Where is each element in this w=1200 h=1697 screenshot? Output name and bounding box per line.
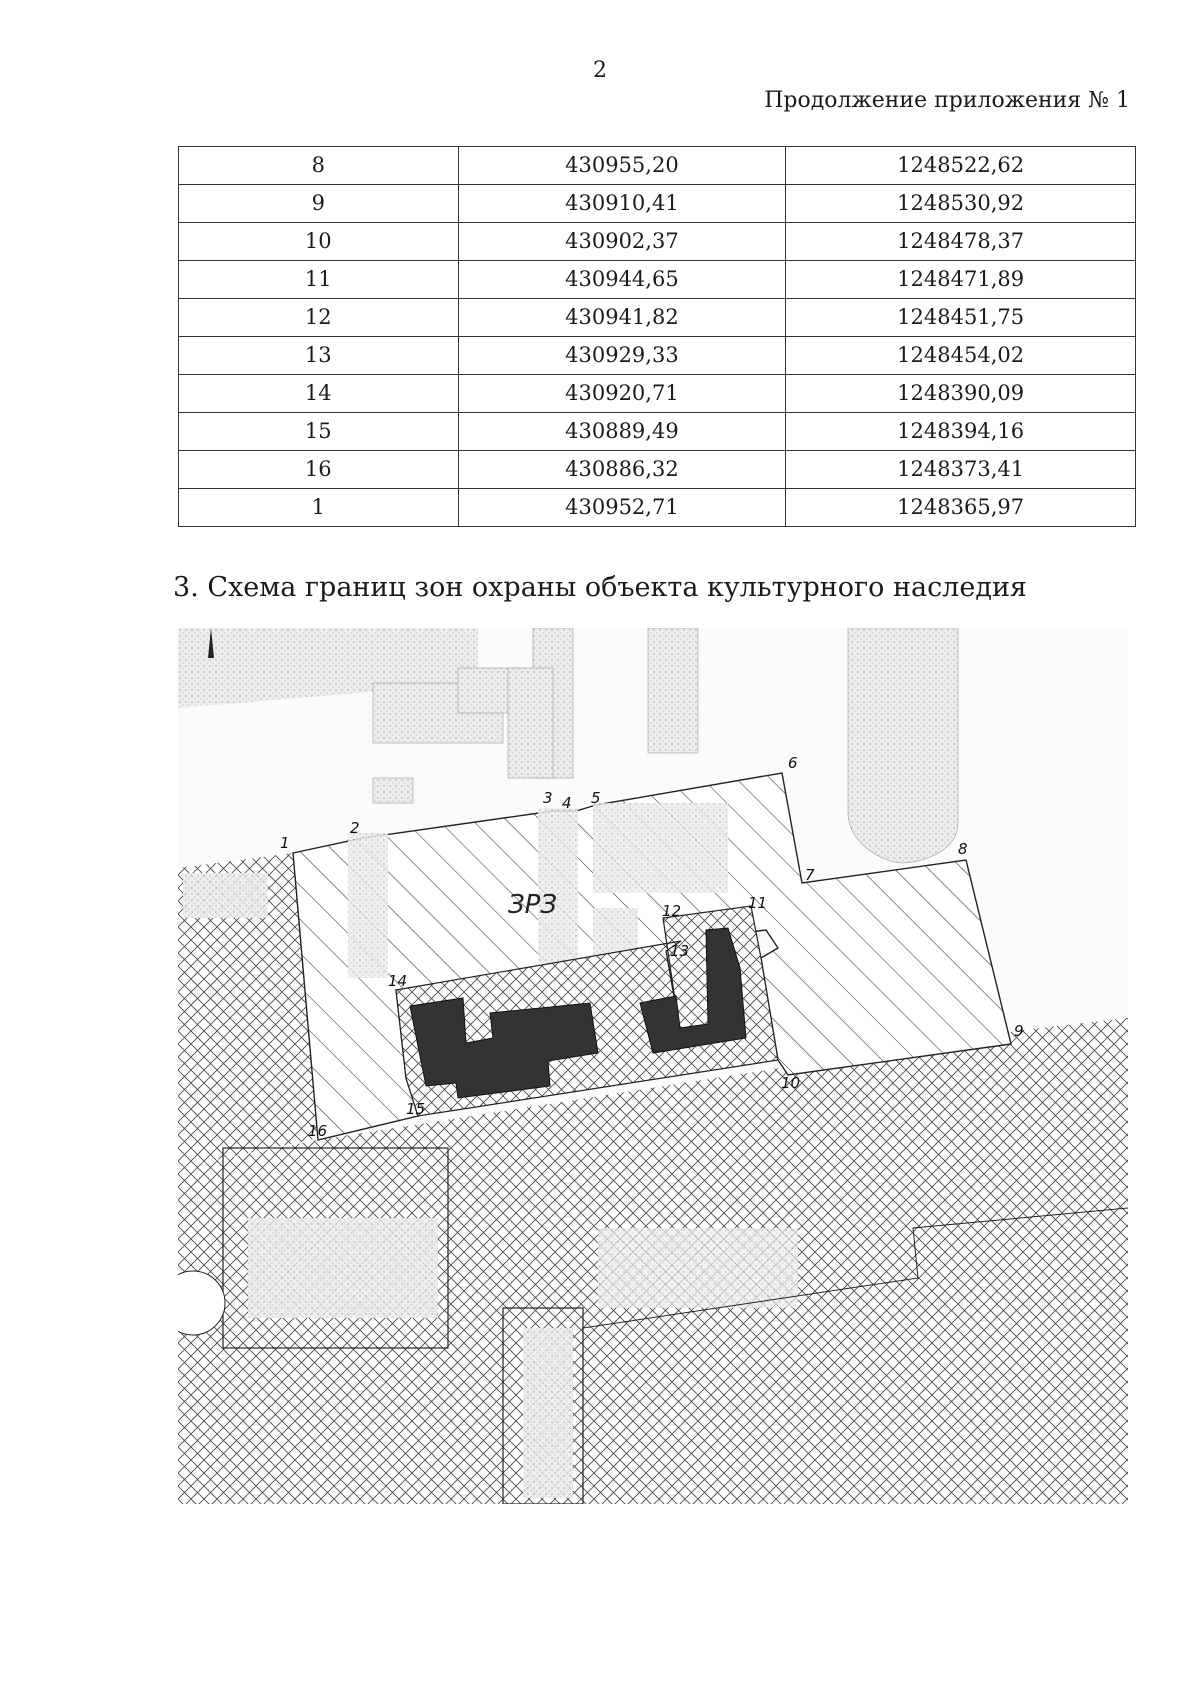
parcel-outline [222,1147,449,1349]
coord-y: 1248373,41 [785,450,1136,489]
page-number: 2 [593,58,607,83]
point-label: 9 [1014,1022,1024,1040]
coord-x: 430886,32 [457,450,787,489]
point-label: 12 [662,902,681,920]
table-row: 9 430910,41 1248530,92 [178,184,1136,223]
building-outline [598,1228,798,1308]
point-number: 9 [178,184,459,223]
north-arrow-icon [208,628,214,658]
point-label: 7 [805,866,815,884]
round-structure [178,1270,226,1336]
point-label: 15 [406,1100,425,1118]
coord-x: 430889,49 [457,412,787,451]
coord-x: 430944,65 [457,260,787,299]
point-number: 16 [178,450,459,489]
building-outline [538,808,578,963]
point-number: 10 [178,222,459,261]
point-label: 14 [388,972,407,990]
building-outline [248,1218,438,1318]
coord-y: 1248365,97 [785,488,1136,527]
point-number: 12 [178,298,459,337]
building-outline [348,833,388,978]
church-outline [847,628,959,864]
coord-x: 430910,41 [457,184,787,223]
point-number: 15 [178,412,459,451]
heritage-building [409,997,599,1099]
point-number: 11 [178,260,459,299]
building-outline [523,1328,573,1498]
building-outline [647,628,699,754]
coord-x: 430920,71 [457,374,787,413]
section-title: 3. Схема границ зон охраны объекта культ… [173,572,1027,603]
map-svg: 1 2 3 4 5 6 7 8 9 10 11 12 13 14 15 16 З… [178,628,1128,1504]
point-label: 5 [591,789,601,807]
point-label: 1 [280,834,290,852]
point-label: 10 [781,1074,800,1092]
protection-zone-cross [178,853,328,1168]
coord-y: 1248522,62 [785,146,1136,185]
coord-y: 1248478,37 [785,222,1136,261]
table-row: 13 430929,33 1248454,02 [178,336,1136,375]
table-row: 1 430952,71 1248365,97 [178,488,1136,527]
parcel-outline [582,1207,1128,1329]
point-number: 13 [178,336,459,375]
zone-label: ЗРЗ [508,890,557,920]
point-label: 8 [958,840,968,858]
building-outline [372,777,414,804]
coordinates-table: 8 430955,20 1248522,62 9 430910,41 12485… [178,146,1136,527]
coord-y: 1248530,92 [785,184,1136,223]
point-label: 4 [562,794,572,812]
table-row: 15 430889,49 1248394,16 [178,412,1136,451]
table-row: 11 430944,65 1248471,89 [178,260,1136,299]
point-label: 13 [670,942,689,960]
coord-x: 430929,33 [457,336,787,375]
point-number: 14 [178,374,459,413]
coord-x: 430941,82 [457,298,787,337]
point-label: 3 [543,789,553,807]
coord-y: 1248390,09 [785,374,1136,413]
coord-y: 1248471,89 [785,260,1136,299]
coord-y: 1248394,16 [785,412,1136,451]
table-row: 10 430902,37 1248478,37 [178,222,1136,261]
appendix-continuation: Продолжение приложения № 1 [764,88,1130,113]
point-label: 6 [788,754,798,772]
parcel-outline [502,1307,584,1504]
point-number: 8 [178,146,459,185]
building-outline [507,667,554,779]
protection-zones-map: 1 2 3 4 5 6 7 8 9 10 11 12 13 14 15 16 З… [178,628,1128,1504]
building-outline [183,873,268,918]
coord-x: 430902,37 [457,222,787,261]
coord-x: 430955,20 [457,146,787,185]
point-label: 2 [350,819,360,837]
coord-y: 1248451,75 [785,298,1136,337]
table-row: 16 430886,32 1248373,41 [178,450,1136,489]
building-outline [593,803,728,893]
coord-y: 1248454,02 [785,336,1136,375]
heritage-building [639,927,747,1054]
point-number: 1 [178,488,459,527]
table-row: 8 430955,20 1248522,62 [178,146,1136,185]
coord-x: 430952,71 [457,488,787,527]
point-label: 11 [748,894,767,912]
point-label: 16 [308,1122,327,1140]
table-row: 14 430920,71 1248390,09 [178,374,1136,413]
table-row: 12 430941,82 1248451,75 [178,298,1136,337]
